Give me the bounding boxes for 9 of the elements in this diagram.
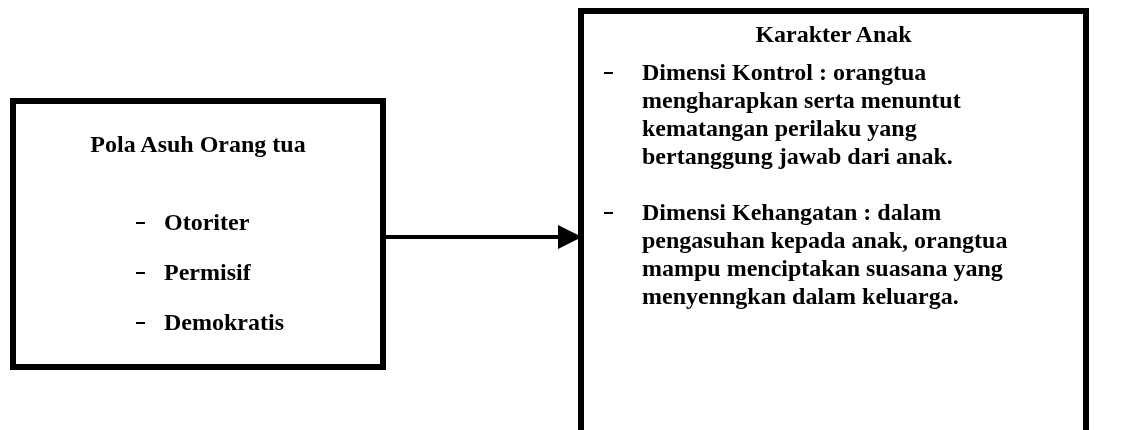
box-heading: Pola Asuh Orang tua xyxy=(89,130,307,158)
list-item: Otoriter xyxy=(164,208,250,236)
list-item: Demokratis xyxy=(164,308,284,336)
box-heading: Karakter Anak xyxy=(754,20,913,48)
list-item: Dimensi Kehangatan : dalam pengasuhan kepada anak, orangtua mampu menciptakan suasana yang menyenngkan dalam keluarga. xyxy=(642,198,1009,310)
list-item: Permisif xyxy=(164,258,251,286)
text-box xyxy=(578,8,1089,430)
text-box xyxy=(10,98,386,370)
list-item: Dimensi Kontrol : orangtua mengharapkan serta menuntut kematangan perilaku yang bertanggung jawab dari anak. xyxy=(642,58,962,170)
